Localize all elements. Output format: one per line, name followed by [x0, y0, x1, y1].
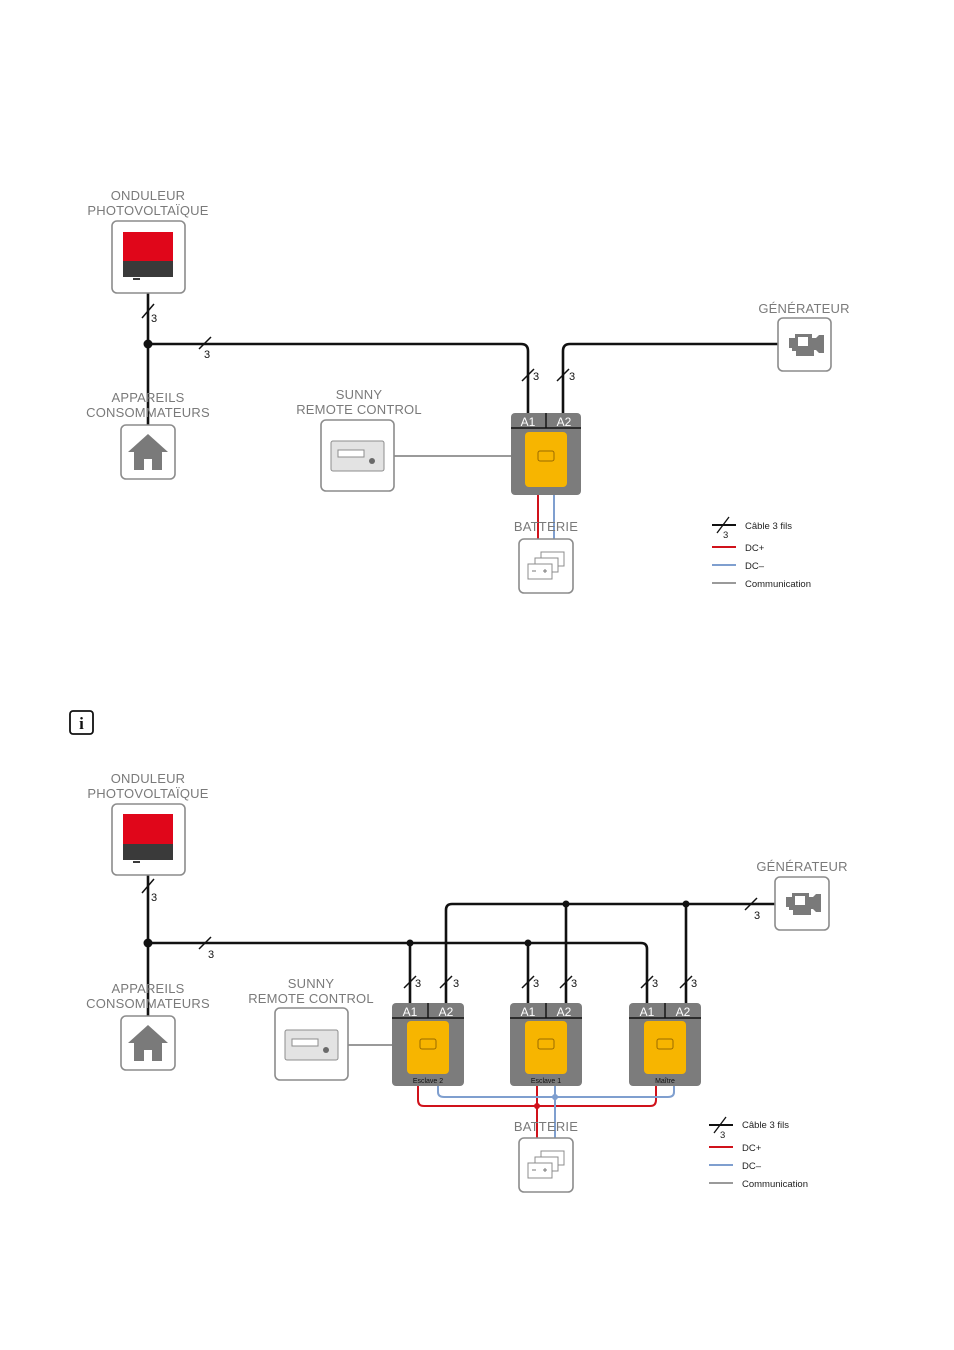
- diagram-2: 3 3 3 3 3 3 3 3 3 ONDULEUR PHOTOVOLTAÏQU…: [86, 771, 847, 1193]
- legend-dc-minus: DC–: [745, 561, 765, 572]
- wire-count: 3: [571, 978, 577, 990]
- wire-count: 3: [453, 978, 459, 990]
- port-a2: A2: [439, 1005, 454, 1019]
- legend-communication: Communication: [745, 579, 811, 590]
- wire-count: 3: [754, 910, 760, 922]
- legend-three-wire-count: 3: [720, 1130, 725, 1141]
- wire-count: 3: [208, 949, 214, 961]
- loads-label: CONSOMMATEURS: [86, 405, 210, 420]
- remote-label: SUNNY: [336, 387, 383, 402]
- battery-icon: [518, 1137, 574, 1193]
- port-a1: A1: [521, 415, 536, 429]
- legend-dc-minus: DC–: [742, 1161, 762, 1172]
- port-a1: A1: [403, 1005, 418, 1019]
- pv-inverter-label: ONDULEUR: [111, 771, 186, 786]
- info-icon: i: [69, 710, 94, 735]
- junction-dot: [552, 1094, 558, 1100]
- legend-three-wire: Câble 3 fils: [745, 521, 792, 532]
- junction-dot: [534, 1103, 540, 1109]
- legend-three-wire-count: 3: [723, 530, 728, 541]
- remote-label: SUNNY: [288, 976, 335, 991]
- unit-label: Esclave 1: [531, 1078, 561, 1085]
- pv-inverter-icon: [111, 803, 186, 876]
- wire-count: 3: [415, 978, 421, 990]
- three-wire-mark: [521, 368, 535, 382]
- wire-count: 3: [151, 892, 157, 904]
- house-icon: [120, 1015, 176, 1071]
- three-wire-mark: [556, 368, 570, 382]
- wire-count: 3: [569, 371, 575, 383]
- three-wire-mark: [141, 303, 155, 319]
- house-icon: [120, 424, 176, 480]
- pv-to-a1-wire: [148, 342, 530, 414]
- port-a1: A1: [521, 1005, 536, 1019]
- diagram-1: 3 3 3 3 ONDULEUR PHOTOVOLTAÏQUE APPAREIL…: [86, 188, 849, 594]
- a2-bus-wire: [444, 902, 775, 1004]
- junction-dot: [143, 339, 153, 349]
- junction-dot: [143, 938, 153, 948]
- remote-label: REMOTE CONTROL: [248, 991, 374, 1006]
- battery-icon: [518, 538, 574, 594]
- port-a1: A1: [640, 1005, 655, 1019]
- remote-control-icon: [320, 419, 395, 492]
- port-a2: A2: [676, 1005, 691, 1019]
- battery-label: BATTERIE: [514, 1119, 578, 1134]
- pv-inverter-icon: [111, 220, 186, 294]
- sunny-island-slave-1: A1 A2 Esclave 1: [510, 1003, 582, 1086]
- remote-label: REMOTE CONTROL: [296, 402, 422, 417]
- three-wire-mark: [198, 336, 212, 350]
- pv-inverter-label: PHOTOVOLTAÏQUE: [87, 203, 208, 218]
- remote-control-icon: [274, 1007, 349, 1081]
- legend-communication: Communication: [742, 1179, 808, 1190]
- sunny-island-slave-2: A1 A2 Esclave 2: [392, 1003, 464, 1086]
- wire-count: 3: [151, 313, 157, 325]
- unit-label: Maître: [655, 1078, 675, 1085]
- a2-to-generator-wire: [561, 342, 778, 414]
- battery-label: BATTERIE: [514, 519, 578, 534]
- junction-dot: [562, 900, 570, 908]
- legend: 3 Câble 3 fils DC+ DC– Communication: [709, 1116, 808, 1190]
- legend: 3 Câble 3 fils DC+ DC– Communication: [712, 516, 811, 590]
- generator-label: GÉNÉRATEUR: [758, 301, 849, 316]
- pv-inverter-label: ONDULEUR: [111, 188, 186, 203]
- generator-label: GÉNÉRATEUR: [756, 859, 847, 874]
- wire-count: 3: [533, 371, 539, 383]
- info-symbol: i: [79, 714, 84, 733]
- wire-count: 3: [204, 349, 210, 361]
- wire-count: 3: [533, 978, 539, 990]
- loads-label: APPAREILS: [111, 981, 184, 996]
- loads-label: CONSOMMATEURS: [86, 996, 210, 1011]
- loads-label: APPAREILS: [111, 390, 184, 405]
- wire-count: 3: [691, 978, 697, 990]
- sunny-island-master: A1 A2 Maître: [629, 1003, 701, 1086]
- pv-inverter-label: PHOTOVOLTAÏQUE: [87, 786, 208, 801]
- unit-label: Esclave 2: [413, 1078, 443, 1085]
- port-a2: A2: [557, 1005, 572, 1019]
- legend-dc-plus: DC+: [745, 543, 765, 554]
- junction-dot: [524, 939, 532, 947]
- junction-dot: [406, 939, 414, 947]
- wire-count: 3: [652, 978, 658, 990]
- junction-dot: [682, 900, 690, 908]
- generator-engine-icon: [777, 317, 832, 372]
- a1-bus-wire: [148, 941, 649, 1004]
- sunny-island-icon: [511, 413, 581, 495]
- legend-dc-plus: DC+: [742, 1143, 762, 1154]
- legend-three-wire: Câble 3 fils: [742, 1120, 789, 1131]
- generator-engine-icon: [774, 876, 830, 931]
- port-a2: A2: [557, 415, 572, 429]
